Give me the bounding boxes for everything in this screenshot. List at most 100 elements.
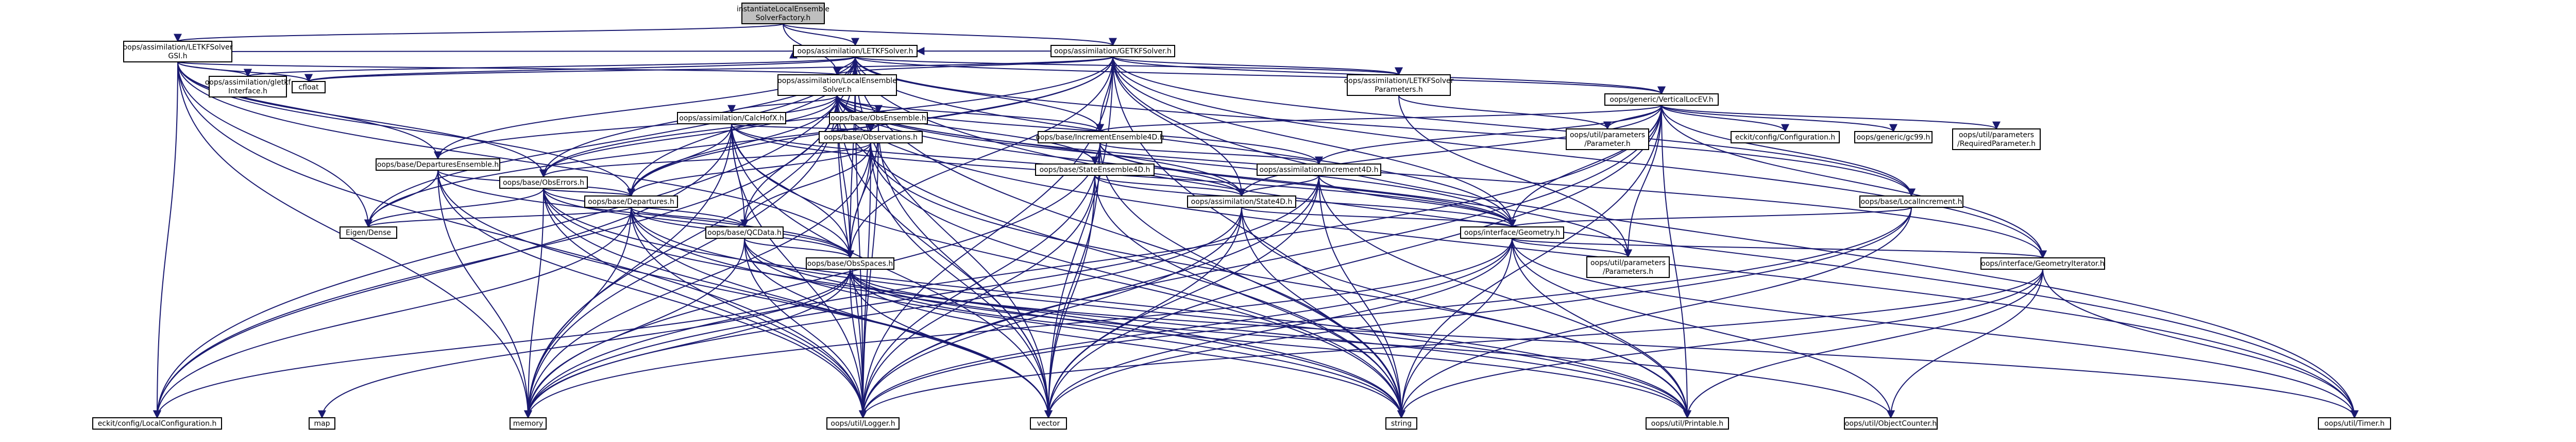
node-eckitlocalconf1[interactable]: eckit/config/Configuration.h [1731,131,1840,143]
edge-obsspaces-to-eckitlocalconf [153,269,851,419]
node-logger[interactable]: oops/util/Logger.h [826,417,900,430]
node-printable[interactable]: oops/util/Printable.h [1646,417,1729,430]
node-label: vector [1037,420,1060,428]
edge-letkfgsi-to-eigendense [177,61,372,228]
node-vector[interactable]: vector [1030,417,1067,430]
edge-obsspaces-to-map [318,269,851,419]
node-label: oops/base/Departures.h [588,198,674,206]
node-box [92,417,222,430]
edge-qcdata-to-printable [744,238,1691,419]
edge-geometry-to-geomiter [1512,238,2047,259]
node-box [705,226,784,239]
node-geometry[interactable]: oops/interface/Geometry.h [1460,226,1564,239]
node-observations[interactable]: oops/base/Observations.h [819,131,923,143]
edge-localincrement-to-vector [1044,207,1912,419]
node-obserrors[interactable]: oops/base/ObsErrors.h [499,176,588,189]
edge-geomiter-to-logger [859,269,2043,419]
edge-calcHofX-to-observations [731,123,875,133]
node-letkfparams[interactable]: oops/assimilation/LETKFSolverParameters.… [1344,74,1454,96]
node-eigendense[interactable]: Eigen/Dense [340,226,397,239]
node-paramh[interactable]: oops/util/parameters/Parameter.h [1566,128,1649,150]
node-calcHofX[interactable]: oops/assimilation/CalcHofX.h [677,112,786,124]
edge-observations-to-printable [870,142,1691,419]
node-box [309,417,335,430]
node-cfloat[interactable]: cfloat [292,81,326,93]
node-box [1952,128,2041,150]
node-box [499,176,588,189]
edge-letkfgsi-to-obserrors [177,61,548,178]
edge-letkfgsi-to-cfloat [177,61,313,83]
node-label: oops/base/DeparturesEnsemble.h [377,161,499,169]
node-box [741,3,825,24]
node-box [209,76,287,97]
node-qcdata[interactable]: oops/base/QCData.h [705,226,784,239]
node-getkf[interactable]: oops/assimilation/GETKFSolver.h [1050,45,1175,57]
node-increment4d[interactable]: oops/assimilation/Increment4D.h [1257,163,1381,176]
node-box [826,417,900,430]
edge-obserrors-to-departures [543,188,635,197]
node-gc99[interactable]: oops/generic/gc99.h [1854,131,1933,143]
node-eckitlocalconf[interactable]: eckit/config/LocalConfiguration.h [92,417,222,430]
edge-departures-to-string [631,207,1405,419]
node-box [123,41,232,62]
node-box [1385,417,1417,430]
edge-geometry-to-string [1397,238,1513,419]
node-box [1586,256,1670,278]
node-label: oops/base/IncrementEnsemble4D.h [1036,134,1164,142]
node-label: Interface.h [228,87,267,95]
edge-calcHofX-to-vector [731,123,1053,419]
edge-increment4d-to-geometry [1318,175,1516,228]
node-box [584,195,678,208]
edge-calcHofX-to-logger [731,123,867,419]
edge-calcHofX-to-departures [627,123,732,197]
node-stateens4d[interactable]: oops/base/StateEnsemble4D.h [1035,163,1155,176]
edge-getkf-to-letkfparams [1112,56,1403,76]
node-map[interactable]: map [309,417,335,430]
node-obsspaces[interactable]: oops/base/ObsSpaces.h [806,257,894,270]
edge-getkf-to-vector [1044,56,1113,419]
edge-geometry-to-paramsh [1512,238,1632,258]
node-label: oops/base/ObsEnsemble.h [831,114,926,123]
edge-geometry-to-timer [1512,238,2359,419]
node-box [1604,93,1719,106]
node-string[interactable]: string [1385,417,1417,430]
edge-departens-to-eigendense [364,170,438,228]
node-paramsh[interactable]: oops/util/parameters/Parameters.h [1586,256,1670,278]
edge-qcdata-to-logger [744,238,867,419]
node-obsens[interactable]: oops/base/ObsEnsemble.h [829,112,928,124]
node-objcounter[interactable]: oops/util/ObjectCounter.h [1844,417,1938,430]
node-label: oops/util/Printable.h [1651,420,1723,428]
edge-state4d-to-vector [1044,207,1242,419]
node-localincrement[interactable]: oops/base/LocalIncrement.h [1859,195,1963,208]
node-departens[interactable]: oops/base/DeparturesEnsemble.h [376,158,500,171]
edge-vertloc-to-eckitlocalconf1 [1661,105,1789,133]
edge-vertloc-to-string [1397,105,1662,419]
node-label: oops/generic/VerticalLocEV.h [1609,96,1713,104]
edge-letkfgsi-to-letkf [231,50,794,58]
node-label: oops/assimilation/LETKFSolver [1344,77,1454,85]
edge-obsspaces-to-objcounter [850,269,1895,419]
edge-geomiter-to-timer [2042,269,2359,419]
edge-vertloc-to-paramh [1603,105,1662,130]
node-incens4d[interactable]: oops/base/IncrementEnsemble4D.h [1036,131,1164,143]
node-label: oops/base/StateEnsemble4D.h [1040,166,1150,174]
edge-letkf-to-localincrement [855,56,1916,197]
node-box [1731,131,1840,143]
node-geomiter[interactable]: oops/interface/GeometryIterator.h [1980,257,2105,270]
node-timer[interactable]: oops/util/Timer.h [2318,417,2391,430]
edge-localens-to-incens4d [837,95,1104,133]
node-state4d[interactable]: oops/assimilation/State4D.h [1187,195,1296,208]
edge-observations-to-string [870,142,1405,419]
node-vertloc[interactable]: oops/generic/VerticalLocEV.h [1604,93,1719,106]
node-memory[interactable]: memory [510,417,547,430]
node-departures[interactable]: oops/base/Departures.h [584,195,678,208]
node-label: oops/base/QCData.h [707,229,782,237]
node-letkf[interactable]: oops/assimilation/LETKFSolver.h [793,45,918,57]
edge-geometry-to-objcounter [1512,238,1895,419]
node-reqparam[interactable]: oops/util/parameters/RequiredParameter.h [1952,128,2041,150]
